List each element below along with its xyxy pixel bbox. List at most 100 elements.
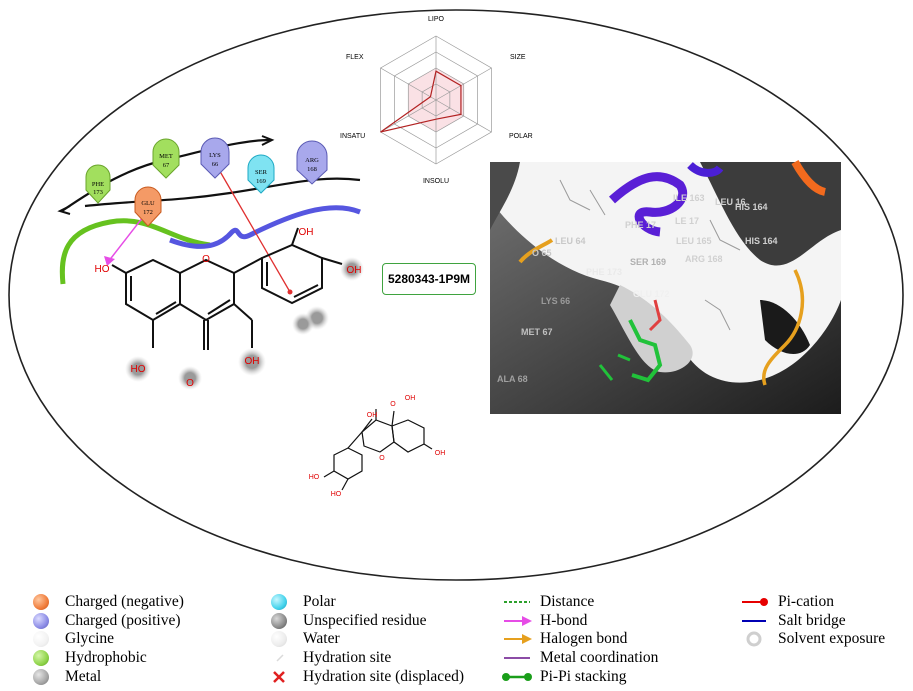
atom-label: OH xyxy=(367,412,378,419)
structure-label: HIS 164 xyxy=(735,202,768,212)
legend-item: Salt bridge xyxy=(738,612,885,631)
legend-label: Distance xyxy=(540,593,595,611)
legend-label: Solvent exposure xyxy=(778,630,886,648)
residue-number: 172 xyxy=(143,209,153,216)
legend-item: Distance xyxy=(500,593,658,612)
legend-label: Water xyxy=(303,630,340,648)
radar-chart: LIPO SIZE POLAR INSOLU INSATU FLEX xyxy=(340,16,533,185)
radar-axis-line xyxy=(435,67,492,101)
hydration-site-icon xyxy=(276,654,284,662)
glycine-swatch xyxy=(33,631,49,648)
atom-label: HO xyxy=(95,264,110,275)
legend-item: Hydration site xyxy=(263,649,464,668)
residue-number: 169 xyxy=(256,178,266,185)
structure-label: LEU 16 xyxy=(715,197,746,207)
backbone-arrow xyxy=(261,135,275,146)
residue-phe-173: PHE 173 xyxy=(85,164,111,204)
atom-label: OH xyxy=(299,227,314,238)
atom-label: O xyxy=(186,378,194,389)
residue-name: MET xyxy=(159,153,173,160)
legend-label: Charged (positive) xyxy=(65,611,181,629)
residue-glu-172: GLU 172 xyxy=(134,186,162,227)
radar-axis-label: INSOLU xyxy=(423,178,449,185)
ligand-2d-small xyxy=(323,409,433,491)
legend-item: Hydrophobic xyxy=(25,649,184,668)
residue-name: ARG xyxy=(305,157,319,164)
legend-label: Hydration site (displaced) xyxy=(303,667,464,685)
frame-ellipse xyxy=(8,9,904,581)
salt-bridge-icon xyxy=(742,619,766,622)
structure-label: PHE 17 xyxy=(625,220,656,230)
legend-item: Water xyxy=(263,630,464,649)
atom-label: OH xyxy=(245,356,260,367)
structure-label: ARG 168 xyxy=(685,254,723,264)
legend-label: Polar xyxy=(303,593,336,611)
unspecified-residue-swatch xyxy=(271,612,287,629)
radar-axis-line xyxy=(435,99,492,133)
radar-axis-label: INSATU xyxy=(340,133,365,140)
halogen-bond-arrow-icon xyxy=(504,634,532,645)
residue-name: SER xyxy=(255,169,268,176)
legend-item: Solvent exposure xyxy=(738,630,885,649)
residue-number: 67 xyxy=(163,162,170,169)
radar-axis-line xyxy=(380,99,437,133)
structure-label: LEU 64 xyxy=(555,236,586,246)
ligand-2d-small-labels: O OH OH O OH HO HO xyxy=(309,395,446,498)
hbond-arrow-icon xyxy=(504,615,532,626)
hbond-arrow xyxy=(104,256,115,266)
legend-item: Halogen bond xyxy=(500,630,658,649)
residue-name: GLU xyxy=(141,200,155,207)
legend-item: Charged (negative) xyxy=(25,593,184,612)
residue-name: PHE xyxy=(92,181,104,188)
legend-column-other: Polar Unspecified residue Water Hydratio… xyxy=(263,593,464,686)
hydrophobic-swatch xyxy=(33,650,49,667)
metal-swatch xyxy=(33,668,49,685)
structure-label: SER 169 xyxy=(630,257,666,267)
structure-label: ALA 68 xyxy=(497,374,528,384)
metal-coordination-icon xyxy=(504,657,530,660)
legend-column-residues: Charged (negative) Charged (positive) Gl… xyxy=(25,593,184,686)
legend-item: Charged (positive) xyxy=(25,612,184,631)
residue-ser-169: SER 169 xyxy=(247,154,275,194)
structure-label: MET 67 xyxy=(521,327,553,337)
structure-label: GLU 172 xyxy=(633,289,670,299)
radar-axis-label: FLEX xyxy=(346,54,364,61)
legend-label: H-bond xyxy=(540,611,588,629)
residue-name: LYS xyxy=(209,152,221,159)
atom-label: OH xyxy=(347,265,362,276)
radar-axis-label: SIZE xyxy=(510,54,526,61)
pication-center xyxy=(287,289,293,295)
legend-label: Hydration site xyxy=(303,649,392,667)
pication-line xyxy=(217,167,291,293)
structure-label: ILE 163 xyxy=(673,193,705,203)
residue-arg-168: ARG 168 xyxy=(296,140,328,185)
residue-number: 168 xyxy=(307,166,317,173)
structure-label: O 65 xyxy=(532,248,552,258)
radar-value-polygon xyxy=(380,70,462,133)
backbone-green xyxy=(59,218,211,285)
structure-label: HIS 164 xyxy=(745,236,778,246)
atom-label: OH xyxy=(405,395,416,402)
legend-label: Charged (negative) xyxy=(65,593,184,611)
pi-pi-stacking-icon xyxy=(502,672,532,681)
legend: Charged (negative) Charged (positive) Gl… xyxy=(0,593,913,687)
legend-label: Halogen bond xyxy=(540,630,628,648)
legend-label: Pi-Pi stacking xyxy=(540,667,627,685)
hydration-site-displaced-icon xyxy=(273,670,285,683)
residue-number: 173 xyxy=(93,189,103,196)
legend-label: Metal coordination xyxy=(540,649,659,667)
atom-label: OH xyxy=(435,450,446,457)
structure-3d-panel: LEU 64 O 65 PHE 173 LYS 66 MET 67 ALA 68… xyxy=(490,160,841,414)
legend-item: Polar xyxy=(263,593,464,612)
residue-lys-66: LYS 66 xyxy=(200,137,230,179)
water-swatch xyxy=(271,631,287,648)
legend-item: Pi-cation xyxy=(738,593,885,612)
backbone-arrow xyxy=(57,205,71,215)
legend-item: Pi-Pi stacking xyxy=(500,667,658,686)
polar-swatch xyxy=(271,594,287,611)
structure-label: LEU 165 xyxy=(676,236,712,246)
legend-column-interactions: Distance H-bond Halogen bond Metal coord… xyxy=(500,593,658,686)
atom-label: HO xyxy=(131,364,146,375)
legend-item: Unspecified residue xyxy=(263,612,464,631)
atom-label: O xyxy=(202,254,210,265)
